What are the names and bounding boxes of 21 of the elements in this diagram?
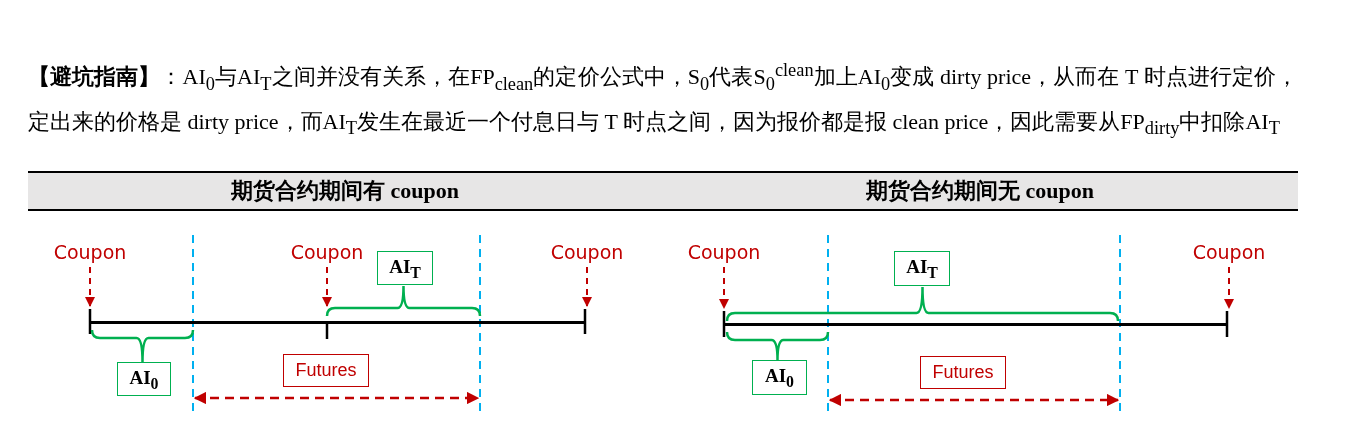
coupon-label: Coupon — [290, 241, 364, 263]
coupon-label: Coupon — [1192, 241, 1266, 263]
arrow — [85, 266, 95, 307]
coupon-label: Coupon — [53, 241, 127, 263]
futures-box: Futures — [920, 356, 1006, 389]
timeline — [90, 321, 586, 324]
arrow — [322, 266, 332, 307]
futures-box: Futures — [283, 354, 369, 387]
timeline — [724, 323, 1228, 326]
arrow — [1224, 266, 1234, 309]
header-band: 期货合约期间无 coupon — [662, 171, 1298, 211]
coupon-label: Coupon — [687, 241, 761, 263]
note-text: 【避坑指南】：AI$_{0}$与AI$_{T}$之间并没有关系，在FP$_{clean}$的定价公式中，S$_{0}$代表S$_{0}$$^{clean}$加上AI$_{0}$变成 dirty price，从而在 T 时点进行定价，定出来的价格是 dirty price，而AI$_{T}$发生在最近一个付息日与 T 时点之间，因为报价都是报 clean price，因此需要从FP$_{dirty}$中扣除AI$_{T}$ — [28, 59, 1298, 141]
accrued-interest-box: AI$_{T}$ — [377, 251, 433, 285]
coupon-label: Coupon — [550, 241, 624, 263]
accrued-interest-box: AI$_{T}$ — [894, 251, 950, 286]
arrow — [582, 266, 592, 307]
header-band: 期货合约期间有 coupon — [28, 171, 662, 211]
accrued-interest-box: AI$_{0}$ — [117, 362, 171, 396]
arrow — [719, 266, 729, 309]
accrued-interest-box: AI$_{0}$ — [752, 360, 807, 395]
